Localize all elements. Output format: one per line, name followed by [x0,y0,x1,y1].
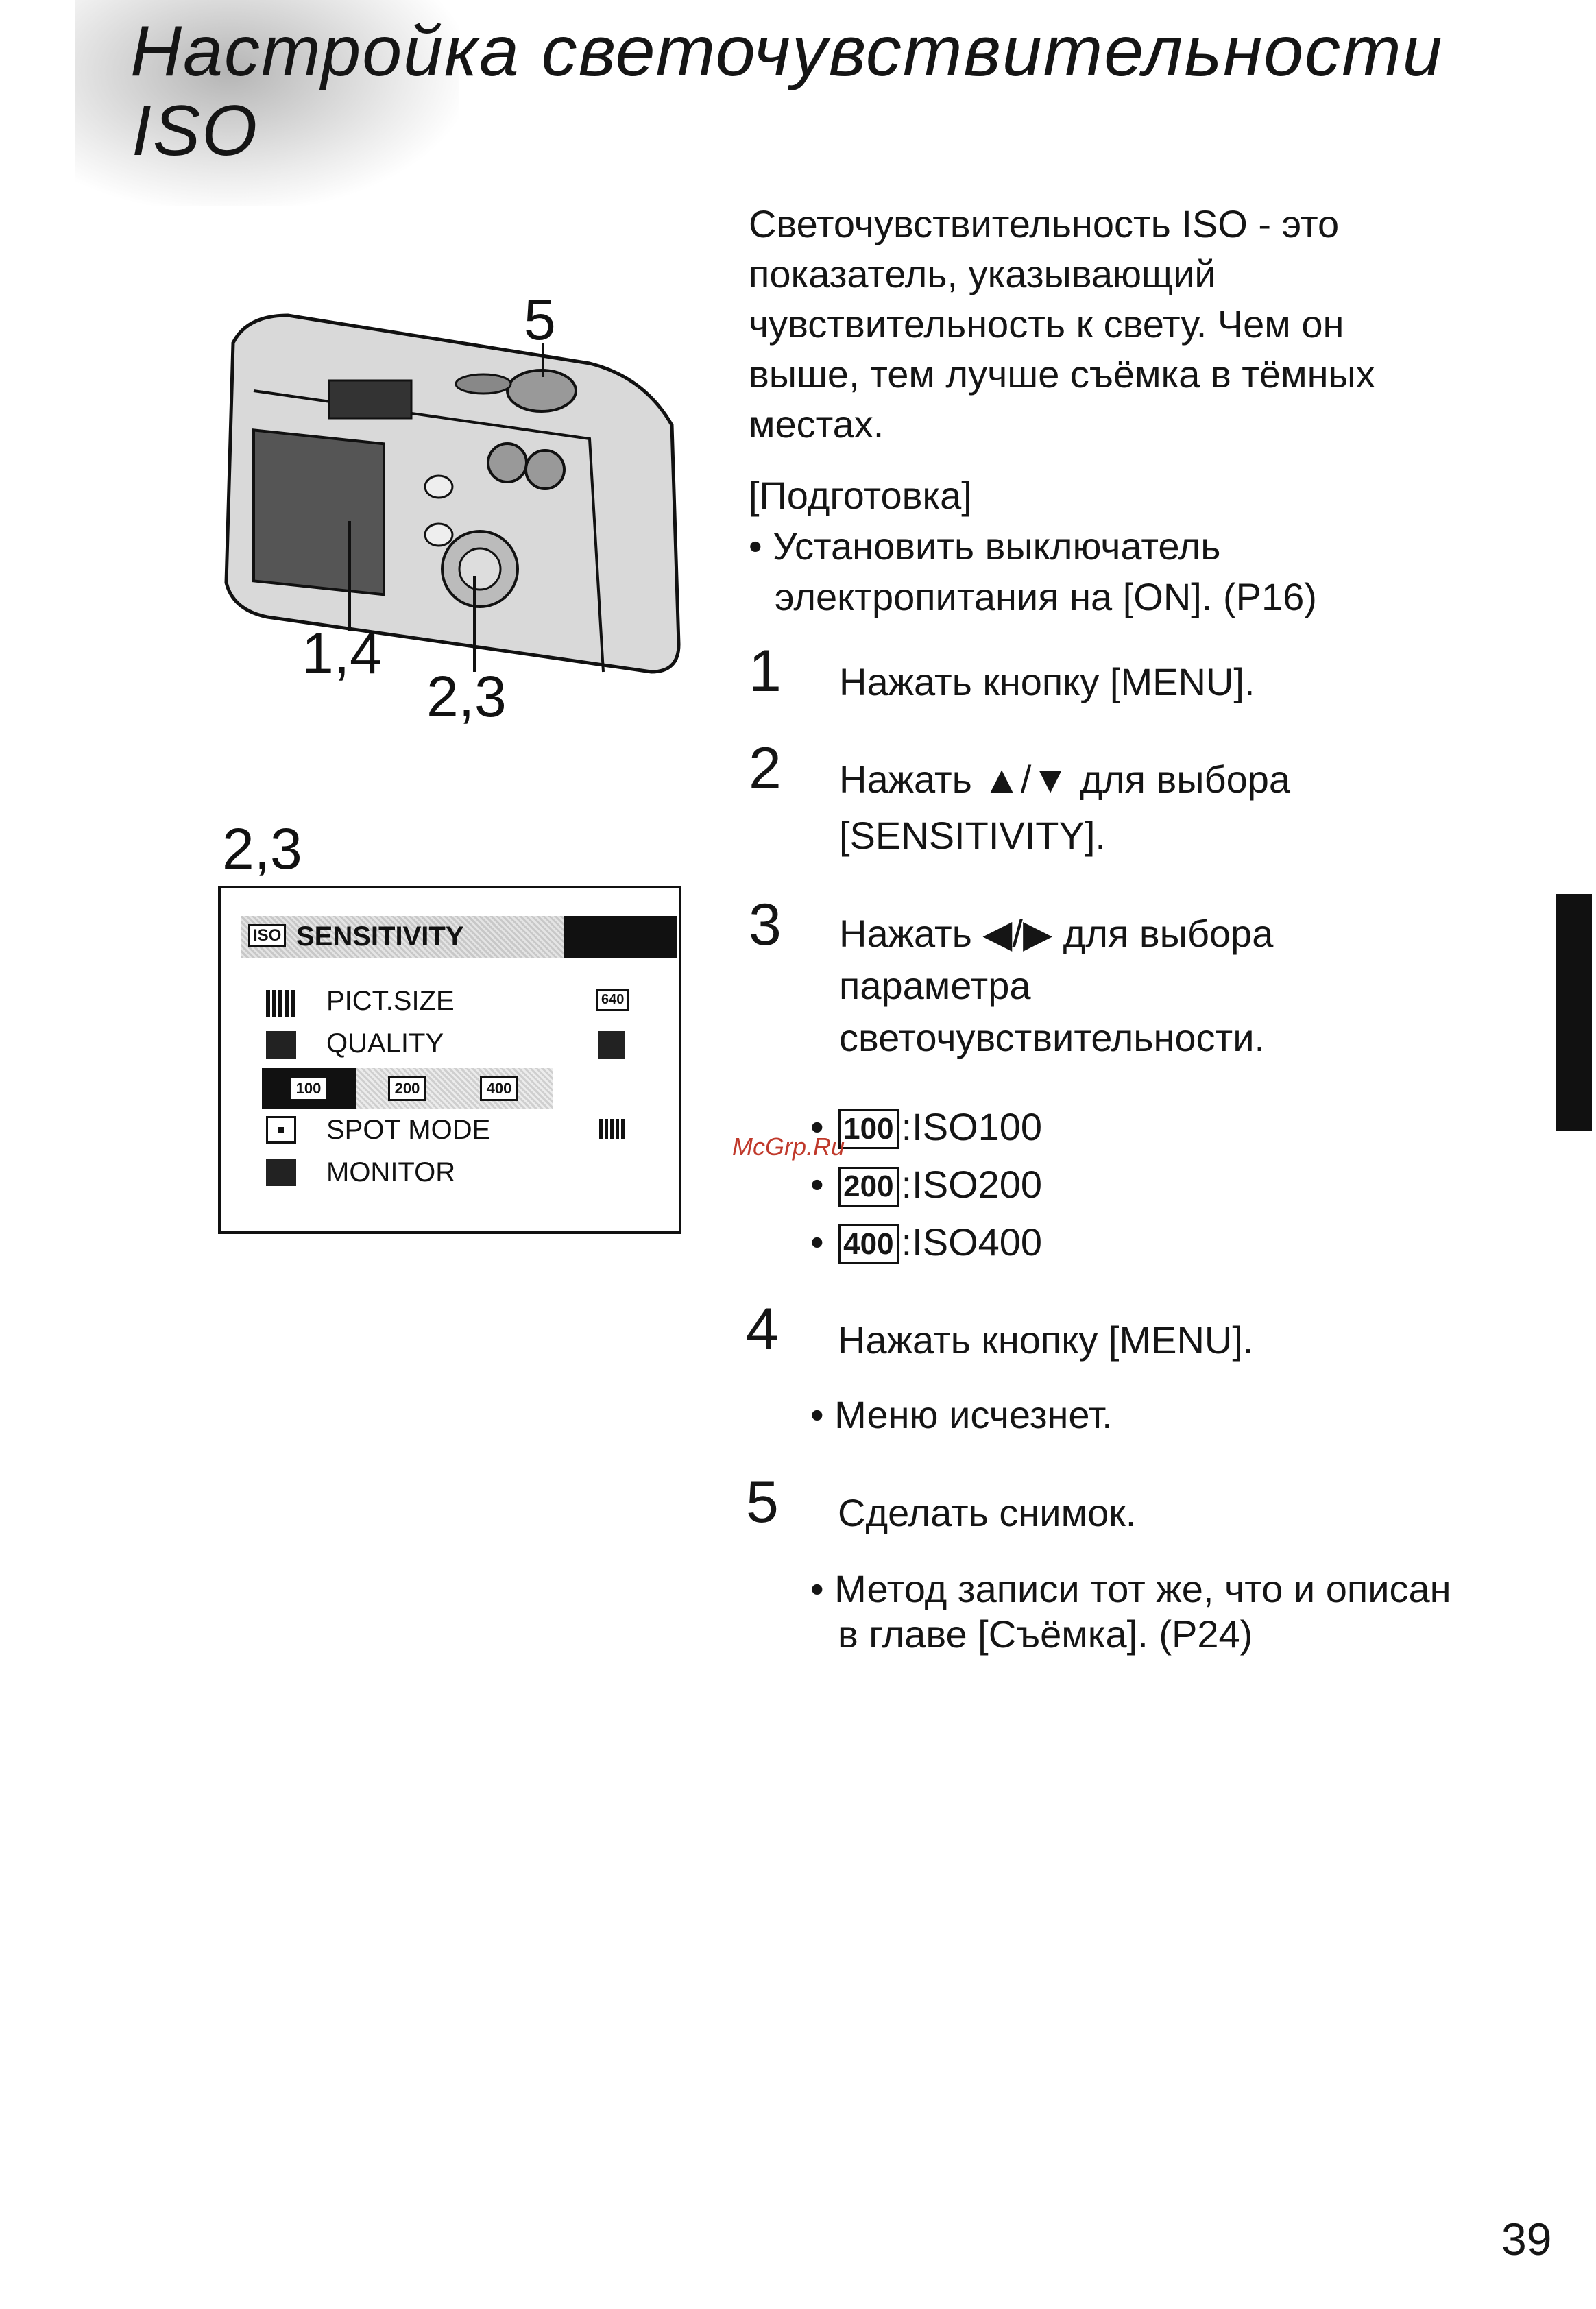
monitor-icon [266,1159,296,1186]
iso-list-item-400: • 400:ISO400 [810,1220,1043,1264]
watermark: McGrp.Ru [732,1133,845,1161]
step-5-number: 5 [746,1469,779,1535]
menu-header-right [564,916,677,958]
callout-1-4: 1,4 [302,621,382,686]
step-3-line: светочувствительности. [839,1016,1266,1059]
step-3-number: 3 [749,892,782,958]
iso-list-item-100: • 100:ISO100 [810,1105,1043,1149]
spot-mode-icon [266,1116,296,1144]
step-3-line: Нажать ◀/▶ для выбора [839,912,1274,955]
step-2-line: Нажать ▲/▼ для выбора [839,758,1291,801]
iso-option-200[interactable]: 200 [388,1076,426,1101]
prep-heading: [Подготовка] [749,474,972,517]
step-2-line: [SENSITIVITY]. [839,814,1106,857]
page-title: Настройка светочувствительности [130,12,1444,91]
menu-item-spot-mode: SPOT MODE [326,1115,491,1145]
prep-bullet: • Установить выключатель [749,521,1220,571]
iso-list-item-200: • 200:ISO200 [810,1163,1043,1207]
step-2-number: 2 [749,736,782,801]
camera-illustration [224,313,681,674]
menu-item-monitor: MONITOR [326,1157,456,1187]
step-1-number: 1 [749,638,782,704]
iso-option-100[interactable]: 100 [289,1076,328,1101]
menu-item-quality: QUALITY [326,1028,444,1059]
step-4-note: • Меню исчезнет. [810,1393,1113,1436]
spot-mode-value-icon [599,1119,627,1139]
bullet-dot: • [749,524,762,568]
callout-2-3: 2,3 [426,664,507,729]
intro-line: местах. [749,402,884,446]
prep-bullet-line2: электропитания на [ON]. (P16) [775,575,1317,618]
step-2-text: Нажать ▲/▼ для выбора [SENSITIVITY]. [839,751,1290,864]
step-3-text: Нажать ◀/▶ для выбора параметра светочув… [839,908,1273,1064]
intro-paragraph: Светочувствительность ISO - это показате… [749,199,1375,449]
intro-line: выше, тем лучше съёмка в тёмных [749,352,1375,396]
quality-icon [266,1031,296,1059]
callout-5: 5 [524,287,556,352]
intro-line: Светочувствительность ISO - это [749,202,1340,245]
step-4-note-text: Меню исчезнет. [834,1393,1113,1436]
menu-item-pict-size: PICT.SIZE [326,986,455,1016]
intro-line: показатель, указывающий [749,252,1216,295]
intro-line: чувствительность к свету. Чем он [749,302,1344,346]
step-3-line: параметра [839,964,1031,1007]
step-5-note: • Метод записи тот же, что и описан [810,1567,1451,1610]
iso-400-label: :ISO400 [901,1220,1043,1264]
step-4-text: Нажать кнопку [MENU]. [838,1318,1254,1362]
menu-header: ISO SENSITIVITY [241,916,677,958]
page-number: 39 [1501,2214,1552,2264]
step-4-number: 4 [746,1296,779,1362]
iso-option-400[interactable]: 400 [480,1076,518,1101]
iso-selector-row: 100 200 400 [262,1068,553,1109]
chapter-side-tab [1556,894,1592,1131]
menu-header-label: SENSITIVITY [296,921,464,952]
menu-caption: 2,3 [222,817,302,881]
step-5-note-line2: в главе [Съёмка]. (P24) [838,1612,1253,1656]
iso-200-label: :ISO200 [901,1163,1043,1206]
step-1-text: Нажать кнопку [MENU]. [839,660,1255,703]
iso-100-box: 100 [838,1109,899,1149]
step-5-text: Сделать снимок. [838,1491,1137,1534]
iso-200-box: 200 [838,1167,899,1207]
page-title-iso: ISO [132,91,259,171]
pict-size-icon [266,990,296,1017]
iso-400-box: 400 [838,1224,899,1264]
pict-size-value: 640 [596,989,629,1011]
title-shade [75,0,459,206]
iso-header-icon: ISO [248,924,287,947]
quality-value-icon [598,1031,625,1059]
menu-screen: ISO SENSITIVITY PICT.SIZE 640 QUALITY 10… [218,886,681,1234]
iso-100-label: :ISO100 [901,1105,1043,1148]
prep-bullet-line1: Установить выключатель [773,524,1221,568]
step-5-note-line1: Метод записи тот же, что и описан [834,1567,1451,1610]
